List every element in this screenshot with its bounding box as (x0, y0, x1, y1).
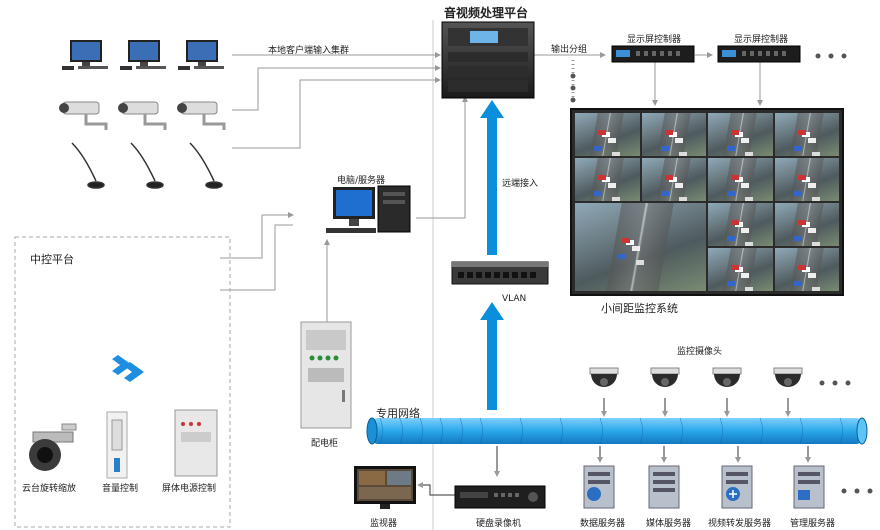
distribution-cabinet-icon (300, 321, 352, 429)
microphone-icon (71, 142, 105, 189)
remote-access-label: 远端接入 (502, 179, 539, 189)
camera-feed (708, 158, 773, 201)
desktop-pc-icon (120, 40, 166, 70)
private-network-pipe (366, 417, 868, 445)
cctv-camera-icon (118, 101, 167, 130)
volume-control-panel-icon (106, 411, 128, 479)
av-processor-icon (441, 21, 535, 99)
management-server-label: 管理服务器 (790, 519, 836, 529)
data-server-label: 数据服务器 (580, 519, 626, 529)
local-input-label: 本地客户端输入集群 (268, 46, 350, 56)
cctv-camera-icon (177, 101, 226, 130)
dome-camera-icon (589, 367, 619, 387)
more-dots (570, 53, 873, 494)
camera-feed (575, 158, 640, 201)
monitor-label: 监视器 (370, 519, 398, 529)
output-group-label: 输出分组 (551, 45, 588, 55)
network-connectors (417, 398, 811, 496)
surveillance-camera-label: 监控摄像头 (677, 347, 723, 357)
display-controller-label: 显示屏控制器 (627, 35, 682, 45)
network-switch-icon (451, 261, 549, 285)
camera-feed (774, 158, 839, 201)
display-controller-icon (611, 45, 695, 63)
camera-feed (774, 248, 839, 291)
server-icon (583, 465, 615, 509)
desktop-pc-icon (62, 40, 108, 70)
camera-feed (575, 203, 706, 291)
camera-feed (575, 113, 640, 156)
central-control-box (14, 236, 231, 528)
dome-camera-icon (29, 423, 77, 471)
desktop-pc-icon (178, 40, 224, 70)
central-control-label: 中控平台 (30, 253, 74, 266)
video-forward-server-label: 视频转发服务器 (708, 519, 772, 529)
vlan-label: VLAN (502, 294, 527, 304)
dome-camera-icon (712, 367, 742, 387)
camera-feed (708, 203, 773, 246)
microphone-icon (130, 142, 164, 189)
volume-label: 音量控制 (102, 484, 139, 494)
pc-server-label: 电脑/服务器 (337, 176, 386, 186)
server-icon (793, 465, 825, 509)
screen-power-cabinet-icon (174, 409, 218, 477)
screen-power-label: 屏体电源控制 (162, 484, 217, 494)
dvr-icon (454, 485, 546, 509)
dome-camera-icon (650, 367, 680, 387)
dome-camera-icon (773, 367, 803, 387)
flow-arrows (480, 100, 504, 410)
camera-feed (641, 113, 706, 156)
logo-icon (112, 355, 144, 382)
camera-feed (774, 113, 839, 156)
camera-feed (708, 113, 773, 156)
ptz-label: 云台旋转缩放 (22, 484, 77, 494)
server-icon (721, 465, 753, 509)
camera-feed (774, 203, 839, 246)
dvr-label: 硬盘录像机 (476, 519, 522, 529)
small-pitch-label: 小间距监控系统 (601, 302, 678, 315)
microphone-icon (189, 142, 223, 189)
private-network-label: 专用网络 (376, 407, 420, 420)
display-controller-label: 显示屏控制器 (734, 35, 789, 45)
distribution-label: 配电柜 (311, 439, 339, 449)
video-wall-display (570, 108, 844, 296)
pc-tower-icon (326, 185, 411, 233)
server-icon (648, 465, 680, 509)
media-server-label: 媒体服务器 (646, 519, 692, 529)
input-connectors (220, 52, 763, 322)
camera-feed (708, 248, 773, 291)
camera-feed (641, 158, 706, 201)
monitor-icon (354, 466, 416, 509)
platform-title: 音视频处理平台 (444, 6, 529, 20)
display-controller-icon (717, 45, 801, 63)
cctv-camera-icon (59, 101, 108, 130)
